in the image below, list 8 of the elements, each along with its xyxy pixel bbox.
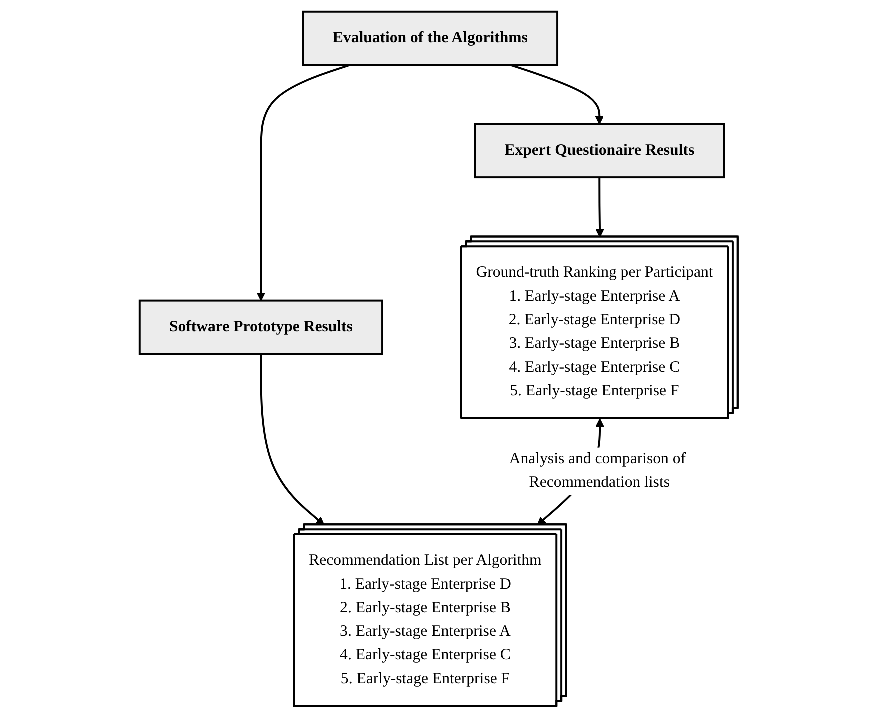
edge-label: Analysis and comparison of Recommendation lists (509, 450, 686, 492)
arrow (510, 64, 604, 125)
arrow (596, 178, 604, 238)
arrow (256, 64, 351, 302)
arrow (260, 354, 325, 526)
node-box: Software Prototype Results (139, 300, 384, 356)
node-box: Evaluation of the Algorithms (302, 10, 559, 66)
node-box: Expert Questionaire Results (474, 123, 726, 179)
